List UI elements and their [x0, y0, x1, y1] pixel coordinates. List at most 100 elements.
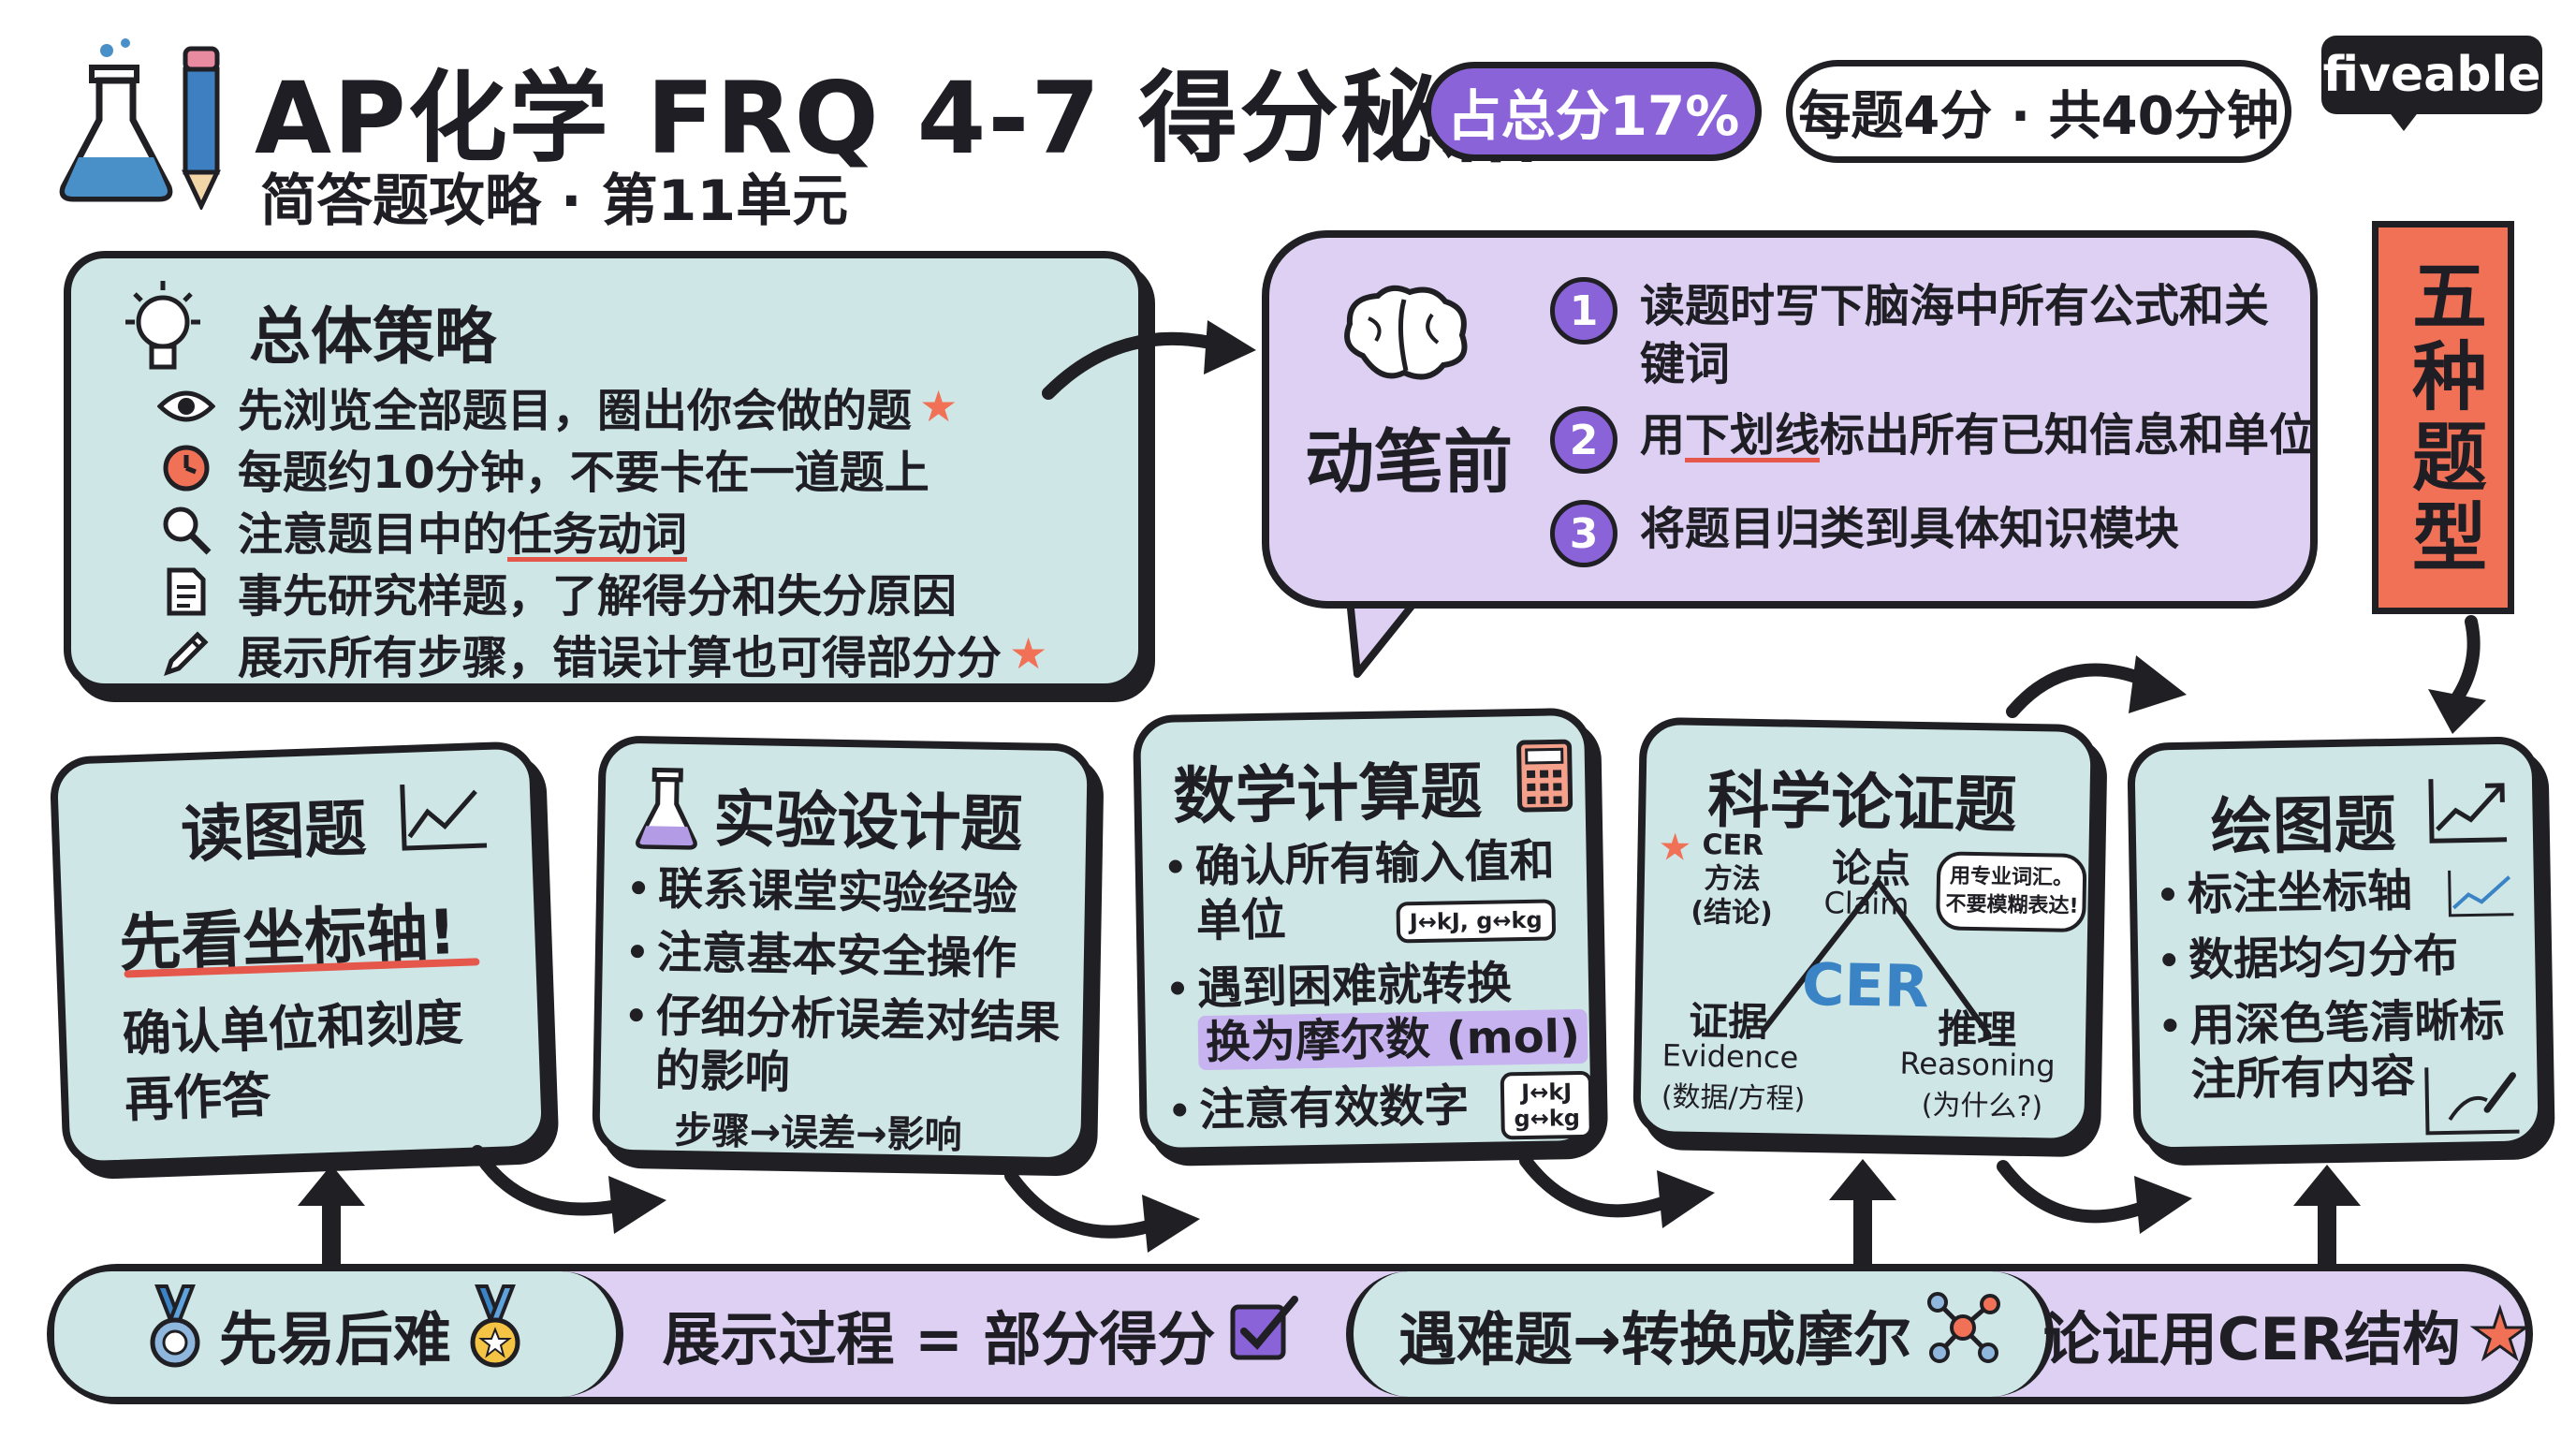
card-title: 数学计算题: [1172, 755, 1484, 833]
eye-icon: [155, 379, 217, 433]
step-text: 将题目归类到具体知识模块: [1640, 503, 2180, 555]
task-verb-highlight: 任务动词: [507, 508, 688, 561]
flow-arrow: [2428, 615, 2486, 734]
claim-en-label: Claim: [1823, 885, 1910, 922]
tip-label: 遇难题→转换成摩尔: [1398, 1305, 1911, 1373]
strategy-panel: 总体策略 先浏览全部题目，圈出你会做的题 ★ 每题约10分钟，不要卡在一道题上 …: [64, 251, 1146, 691]
magnifier-icon: [155, 503, 217, 557]
star-icon: ★: [2468, 1294, 2532, 1375]
five-types-banner: 五种题型: [2372, 221, 2514, 614]
strategy-item-text: 事先研究样题，了解得分和失分原因: [238, 570, 958, 623]
strategy-item: 每题约10分钟，不要卡在一道题上: [155, 440, 929, 499]
card-title: 实验设计题: [712, 783, 1024, 861]
step-item: 3 将题目归类到具体知识模块: [1550, 500, 2295, 567]
tip-segment: 论证用CER结构 ★: [2039, 1271, 2535, 1397]
strategy-item: 注意题目中的任务动词: [155, 502, 687, 561]
card-bullet: 仔细分析误差对结果的影响: [628, 989, 1096, 1106]
cer-center-label: CER: [1801, 949, 1930, 1021]
scientific-argument-card: 科学论证题 ★ CER 方法 (结论) 论点 Claim CER 证据 Evid…: [1632, 716, 2099, 1147]
cer-triangle: [1761, 879, 1992, 1037]
fiveable-logo: fiveable: [2321, 36, 2542, 114]
strategy-item-text: 注意题目中的任务动词: [238, 508, 688, 561]
step-number: 3: [1550, 500, 1617, 567]
step-text: 读题时写下脑海中所有公式和关键词: [1640, 280, 2270, 390]
underline-highlight: 下划线: [1685, 409, 1821, 462]
line-chart-icon: [2425, 774, 2510, 851]
evidence-sub-label: (数据/方程): [1661, 1080, 1806, 1116]
tip-label: 展示过程 = 部分得分: [662, 1305, 1216, 1373]
strategy-item: 展示所有步骤，错误计算也可得部分分 ★: [155, 625, 1047, 684]
card-bullet: 联系课堂实验经验: [632, 861, 1073, 923]
score-weight-badge: 占总分17%: [1425, 62, 1762, 161]
tip-segment: 展示过程 = 部分得分: [616, 1271, 1346, 1397]
star-icon: ★: [1658, 826, 1692, 870]
card-bullet: 数据均匀分布: [2162, 929, 2459, 989]
tips-bar: 先易后难 展示过程 = 部分得分 遇难题→转换成摩尔 论证用CER结构 ★: [47, 1264, 2533, 1404]
tip-label: 先易后难: [218, 1305, 451, 1373]
strategy-item-text: 每题约10分钟，不要卡在一道题上: [238, 447, 929, 499]
card-bullet: 遇到困难就转换: [1170, 955, 1584, 1017]
flow-arrow: [471, 1145, 666, 1234]
pencil-icon: [155, 626, 217, 681]
flask-icon: [51, 37, 182, 206]
step-text: 用下划线标出所有已知信息和单位: [1640, 409, 2315, 462]
speech-bubble: 用专业词汇。 不要模糊表达!: [1936, 851, 2087, 933]
flow-arrow: [1997, 1160, 2192, 1234]
time-badge: 每题4分 · 共40分钟: [1786, 60, 2291, 163]
step-number: 1: [1550, 277, 1617, 345]
card-bullet: 注意有效数字: [1173, 1078, 1470, 1138]
strategy-item-text: 展示所有步骤，错误计算也可得部分分: [238, 632, 1003, 684]
math-calculation-card: 数学计算题 确认所有输入值和单位 J↔kJ, g↔kg 遇到困难就转换 换为摩尔…: [1132, 707, 1600, 1156]
unit-conversion-tag: J↔kJ, g↔kg: [1396, 899, 1557, 944]
mini-chart-icon: [2446, 866, 2518, 923]
mol-highlight: 换为摩尔数 (mol): [1197, 1008, 1588, 1071]
lightbulb-icon: [118, 277, 208, 380]
card-bullet: 标注坐标轴: [2160, 864, 2413, 923]
graph-reading-card: 读图题 先看坐标轴! 确认单位和刻度再作答: [49, 741, 550, 1169]
line-chart-icon: [395, 778, 491, 859]
before-writing-label: 动笔前: [1305, 422, 1513, 503]
flow-arrow: [1042, 320, 1256, 400]
up-arrow: [2293, 1165, 2361, 1273]
card-title: 绘图题: [2210, 787, 2397, 864]
evidence-en-label: Evidence: [1661, 1037, 1799, 1076]
flow-text: 步骤→误差→影响: [674, 1108, 962, 1158]
flask-icon: [633, 766, 702, 855]
step-item: 2 用下划线标出所有已知信息和单位: [1550, 406, 2351, 474]
hand-writing-icon: [2421, 1063, 2525, 1143]
logo-tail: [2385, 107, 2422, 131]
star-icon: ★: [919, 381, 959, 432]
card-title: 读图题: [180, 792, 368, 872]
reasoning-sub-label: (为什么?): [1921, 1089, 2043, 1124]
document-icon: [155, 565, 217, 619]
card-body: 确认单位和刻度再作答: [121, 994, 464, 1129]
medal-icon: [464, 1283, 526, 1387]
experiment-design-card: 实验设计题 联系课堂实验经验 注意基本安全操作 仔细分析误差对结果的影响 步骤→…: [592, 735, 1096, 1166]
pencil-icon: [178, 45, 225, 212]
page-title: AP化学 FRQ 4-7 得分秘籍: [255, 61, 1544, 176]
tip-segment: 遇难题→转换成摩尔: [1346, 1271, 2054, 1397]
graphing-card: 绘图题 标注坐标轴 数据均匀分布 用深色笔清晰标注所有内容: [2127, 736, 2546, 1155]
strategy-item-text: 先浏览全部题目，圈出你会做的题: [238, 385, 913, 437]
before-writing-panel: 动笔前 1 读题时写下脑海中所有公式和关键词 2 用下划线标出所有已知信息和单位…: [1262, 230, 2318, 609]
strategy-item: 事先研究样题，了解得分和失分原因: [155, 564, 957, 623]
step-item: 1 读题时写下脑海中所有公式和关键词: [1550, 277, 2295, 393]
checkbox-icon: [1229, 1294, 1300, 1375]
reasoning-en-label: Reasoning: [1899, 1045, 2056, 1084]
card-bullet: 注意基本安全操作: [630, 925, 1071, 987]
up-arrow: [298, 1165, 365, 1273]
brain-icon: [1335, 281, 1475, 393]
step-number: 2: [1550, 406, 1617, 474]
molecule-icon: [1925, 1289, 2001, 1380]
calculator-icon: [1515, 738, 1573, 817]
tip-segment: 先易后难: [54, 1271, 623, 1397]
up-arrow: [1829, 1159, 1896, 1268]
medal-icon: [144, 1283, 206, 1387]
flow-arrow: [2006, 655, 2187, 718]
flow-arrow: [1004, 1169, 1200, 1253]
tip-label: 论证用CER结构: [2042, 1305, 2461, 1373]
strategy-item: 先浏览全部题目，圈出你会做的题 ★: [155, 378, 959, 437]
clock-icon: [155, 441, 217, 495]
strategy-title: 总体策略: [249, 301, 496, 373]
